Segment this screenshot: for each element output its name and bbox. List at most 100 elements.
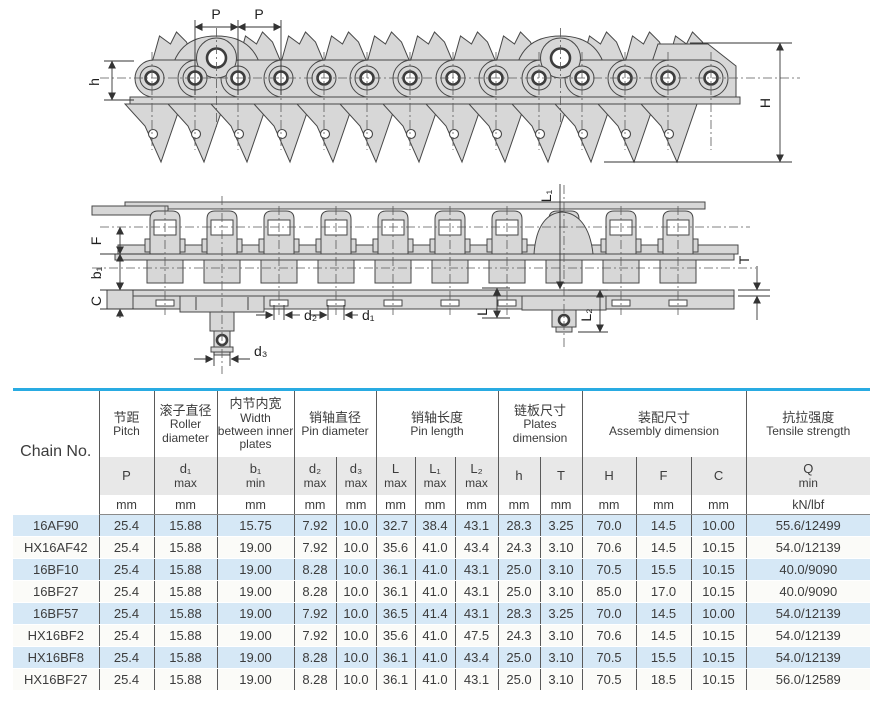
cell-value: 25.4 bbox=[98, 580, 154, 603]
cell-value: 8.28 bbox=[293, 646, 336, 669]
cell-value: 70.5 bbox=[581, 558, 637, 581]
cell-value: 85.0 bbox=[581, 580, 637, 603]
cell-value: 70.5 bbox=[581, 668, 637, 691]
cell-value: 10.15 bbox=[690, 536, 747, 559]
cell-value: 41.0 bbox=[414, 558, 455, 581]
cell-chain-no: 16BF10 bbox=[13, 558, 99, 581]
cell-value: 14.5 bbox=[635, 602, 692, 625]
unit-cell: mm bbox=[375, 495, 415, 515]
side-view-dimensions: P P h H bbox=[86, 6, 792, 163]
unit-cell: mm bbox=[153, 495, 217, 515]
cell-value: 19.00 bbox=[216, 668, 294, 691]
dim-label-L1: L₁ bbox=[538, 189, 554, 202]
cell-value: 25.4 bbox=[98, 624, 154, 647]
dim-label-L: L bbox=[474, 308, 490, 316]
cell-value: 15.88 bbox=[153, 558, 217, 581]
dim-label-pitch-1: P bbox=[211, 6, 220, 22]
chain-technical-drawing: P P h H bbox=[86, 6, 800, 374]
plan-view-dimensions: F b₁ C L₁ T d₂ d₁ L L₂ d₃ bbox=[88, 184, 770, 366]
dim-label-L2: L₂ bbox=[578, 308, 594, 321]
dim-label-d3: d₃ bbox=[254, 343, 268, 359]
cell-value: 15.88 bbox=[153, 536, 217, 559]
header-unit-row: mm mm mm mm mm mm mm mm mm mm mm mm mm k… bbox=[13, 495, 871, 515]
cell-value: 36.5 bbox=[375, 602, 415, 625]
cell-value: 25.0 bbox=[497, 558, 540, 581]
cell-chain-no: 16BF57 bbox=[13, 602, 99, 625]
right-attachment bbox=[521, 211, 607, 333]
cell-value: 41.4 bbox=[414, 602, 455, 625]
sym-H: H bbox=[581, 457, 637, 495]
cell-value: 7.92 bbox=[293, 624, 336, 647]
cell-value: 25.4 bbox=[98, 602, 154, 625]
dim-label-C: C bbox=[88, 296, 104, 306]
dim-label-b1: b₁ bbox=[88, 266, 104, 279]
cell-value: 19.00 bbox=[216, 536, 294, 559]
cell-value: 10.0 bbox=[335, 668, 376, 691]
cell-value: 18.5 bbox=[635, 668, 692, 691]
unit-cell: mm bbox=[690, 495, 747, 515]
cell-value: 40.0/9090 bbox=[745, 558, 871, 581]
cell-value: 10.0 bbox=[335, 580, 376, 603]
cell-value: 15.88 bbox=[153, 580, 217, 603]
cell-value: 35.6 bbox=[375, 624, 415, 647]
cell-value: 15.88 bbox=[153, 602, 217, 625]
cell-value: 10.00 bbox=[690, 602, 747, 625]
sym-h: h bbox=[497, 457, 540, 495]
sym-C: C bbox=[690, 457, 747, 495]
unit-cell: mm bbox=[539, 495, 583, 515]
cell-chain-no: 16BF27 bbox=[13, 580, 99, 603]
cell-value: 41.0 bbox=[414, 646, 455, 669]
unit-cell: kN/lbf bbox=[745, 495, 871, 515]
cell-value: 35.6 bbox=[375, 536, 415, 559]
cell-value: 54.0/12139 bbox=[745, 624, 871, 647]
cell-value: 10.0 bbox=[335, 514, 376, 537]
cell-value: 25.4 bbox=[98, 558, 154, 581]
cell-chain-no: HX16BF27 bbox=[13, 668, 99, 691]
unit-cell: mm bbox=[293, 495, 336, 515]
cell-value: 10.15 bbox=[690, 580, 747, 603]
cell-value: 36.1 bbox=[375, 668, 415, 691]
dim-label-T: T bbox=[736, 255, 752, 264]
cell-value: 10.15 bbox=[690, 646, 747, 669]
cell-value: 25.4 bbox=[98, 668, 154, 691]
cell-value: 43.4 bbox=[454, 536, 498, 559]
cell-value: 3.25 bbox=[539, 514, 583, 537]
cell-value: 25.4 bbox=[98, 536, 154, 559]
cell-value: 24.3 bbox=[497, 624, 540, 647]
cell-value: 28.3 bbox=[497, 514, 540, 537]
cell-chain-no: 16AF90 bbox=[13, 514, 99, 537]
cell-value: 28.3 bbox=[497, 602, 540, 625]
cell-value: 43.1 bbox=[454, 602, 498, 625]
cell-value: 19.00 bbox=[216, 580, 294, 603]
cell-value: 10.0 bbox=[335, 602, 376, 625]
cell-value: 10.15 bbox=[690, 558, 747, 581]
cell-value: 8.28 bbox=[293, 558, 336, 581]
cell-value: 8.28 bbox=[293, 668, 336, 691]
cell-value: 10.0 bbox=[335, 536, 376, 559]
cell-value: 54.0/12139 bbox=[745, 602, 871, 625]
dim-label-h: h bbox=[86, 78, 102, 86]
cell-value: 19.00 bbox=[216, 558, 294, 581]
cell-value: 70.6 bbox=[581, 536, 637, 559]
dim-label-H: H bbox=[757, 98, 773, 108]
cell-value: 55.6/12499 bbox=[745, 514, 871, 537]
dim-label-d1: d₁ bbox=[362, 307, 375, 323]
